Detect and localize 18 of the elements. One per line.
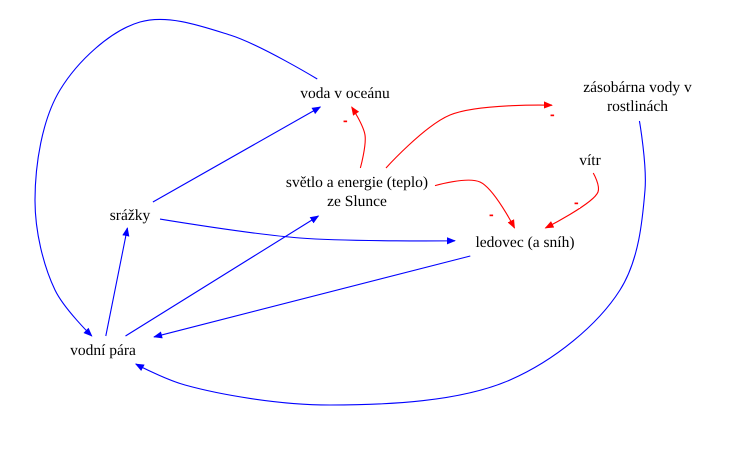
node-label: vítr — [579, 150, 601, 170]
arrow — [34, 18, 318, 337]
node-label: voda v oceánu — [300, 84, 390, 102]
arrow — [434, 180, 515, 229]
arrow — [544, 172, 600, 228]
arrow — [105, 227, 130, 336]
arrow — [125, 216, 320, 336]
arrow — [152, 106, 322, 202]
arrow — [153, 255, 470, 338]
node-label: vodní pára — [70, 340, 136, 360]
node-label: zásobárna vody v rostlinách — [582, 78, 693, 116]
arrow — [351, 106, 366, 168]
arrow — [160, 218, 456, 244]
node-label: ledovec (a sníh) — [476, 232, 574, 252]
arrow — [386, 101, 553, 168]
node-label: světlo a energie (teplo) ze Slunce — [284, 173, 430, 211]
node-label: srážky — [110, 206, 150, 224]
arrow — [135, 120, 646, 406]
